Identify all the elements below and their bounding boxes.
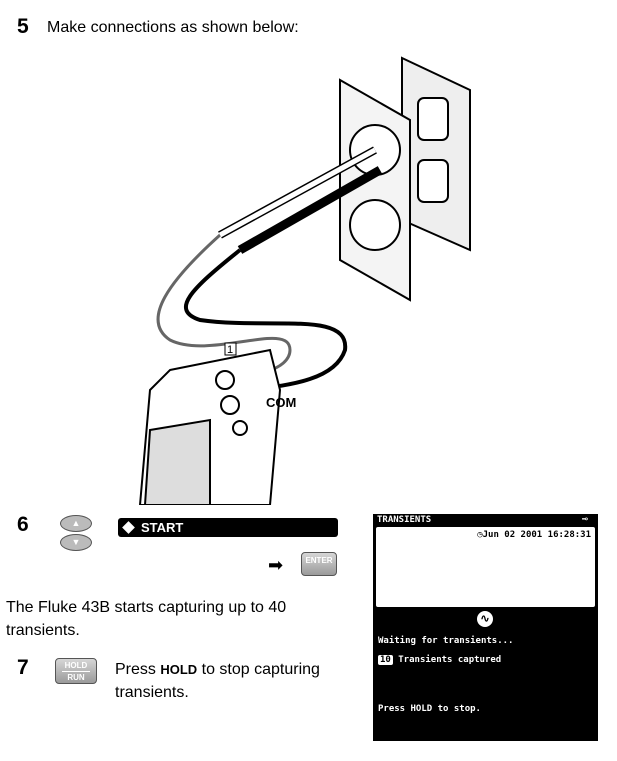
screen-title: TRANSIENTS bbox=[377, 515, 432, 525]
input-1-label: 1 bbox=[227, 344, 233, 356]
step-6-number: 6 bbox=[17, 513, 29, 536]
step-7-number: 7 bbox=[17, 656, 29, 679]
black-probe bbox=[237, 166, 383, 254]
count-row: 10 Transients captured bbox=[378, 655, 502, 665]
arrow-keys[interactable]: ▲ ▼ bbox=[60, 515, 92, 551]
step-5-number: 5 bbox=[17, 15, 29, 38]
step-5-text: Make connections as shown below: bbox=[47, 19, 299, 36]
down-arrow-key[interactable]: ▼ bbox=[60, 534, 92, 551]
wall-outlet-back bbox=[401, 56, 471, 252]
start-menu-item[interactable]: START bbox=[118, 518, 338, 537]
clock-icon: ◷ bbox=[477, 530, 483, 540]
wall-outlet-front bbox=[339, 78, 411, 302]
power-plug-icon: ⊸ bbox=[581, 514, 588, 525]
status-text: Waiting for transients... bbox=[378, 636, 514, 646]
arrow-right-icon: ➡ bbox=[268, 555, 284, 575]
transient-wave-icon: ∿ bbox=[477, 611, 493, 627]
screen-display-area: ◷Jun 02 2001 16:28:31 bbox=[376, 527, 595, 607]
input-1-box bbox=[224, 342, 237, 356]
hint-text: Press HOLD to stop. bbox=[378, 704, 481, 714]
up-arrow-key[interactable]: ▲ bbox=[60, 515, 92, 532]
connection-illustration: 1 COM bbox=[138, 56, 471, 505]
fluke-meter bbox=[138, 348, 282, 505]
diamond-icon bbox=[122, 521, 135, 534]
com-label: COM bbox=[266, 395, 296, 410]
count-badge: 10 bbox=[378, 655, 393, 665]
datetime: ◷Jun 02 2001 16:28:31 bbox=[477, 530, 591, 540]
black-test-lead bbox=[183, 248, 348, 392]
step-6-description: The Fluke 43B starts capturing up to 40 … bbox=[6, 599, 287, 639]
enter-key[interactable]: ENTER bbox=[301, 552, 337, 576]
step-7-text: Press HOLD to stop capturing transients. bbox=[115, 661, 320, 701]
meter-screen: TRANSIENTS ⊸ ◷Jun 02 2001 16:28:31 ∿ Wai… bbox=[373, 514, 598, 741]
